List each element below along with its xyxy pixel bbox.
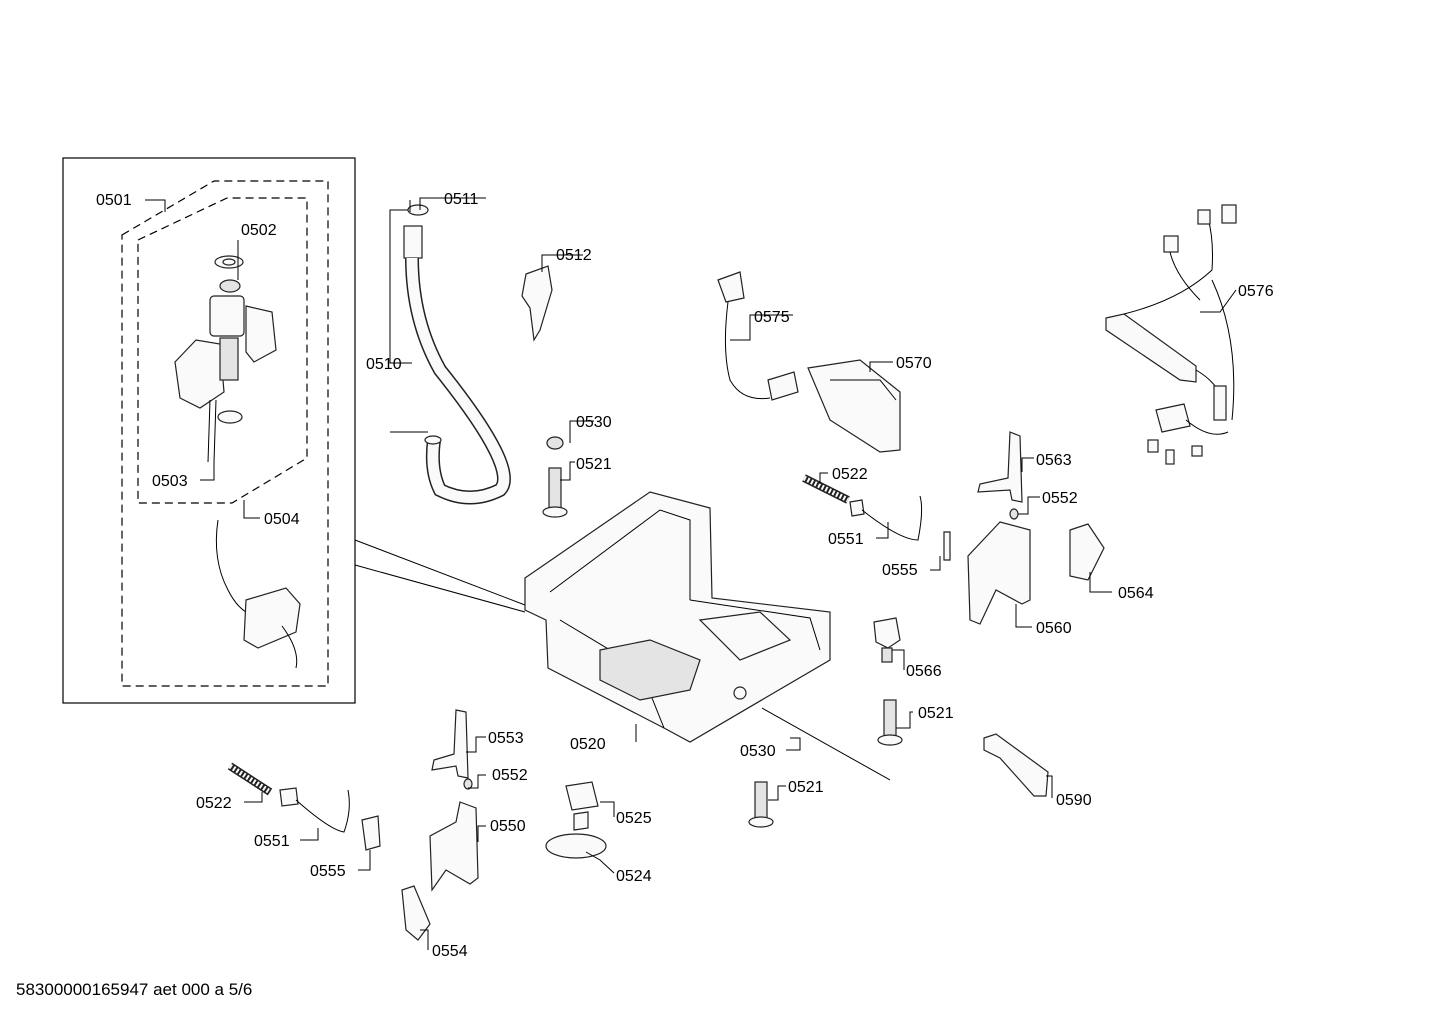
wiring-harness — [1105, 204, 1237, 465]
callout-0570: 0570 — [896, 355, 932, 372]
callout-0530-upper: 0530 — [576, 414, 612, 431]
callout-0521-right: 0521 — [918, 705, 954, 722]
callout-0525: 0525 — [616, 810, 652, 827]
callout-0504: 0504 — [264, 511, 300, 528]
callout-0522-right: 0522 — [832, 466, 868, 483]
inlet-valve-group — [174, 255, 301, 669]
callout-0551-left: 0551 — [254, 833, 290, 850]
callout-0590: 0590 — [1056, 792, 1092, 809]
power-cable-and-module — [717, 271, 901, 453]
callout-0560: 0560 — [1036, 620, 1072, 637]
callout-0521-upper: 0521 — [576, 456, 612, 473]
drain-hose-group — [403, 204, 511, 505]
spring-and-sensor-right — [802, 474, 923, 541]
callout-0554: 0554 — [432, 943, 468, 960]
rail-0590 — [983, 733, 1049, 797]
bottom-left-parts — [227, 762, 381, 851]
callout-0512: 0512 — [556, 247, 592, 264]
callout-0564: 0564 — [1118, 585, 1154, 602]
callout-0576: 0576 — [1238, 283, 1274, 300]
callout-0511: 0511 — [444, 191, 479, 208]
foot-right — [748, 617, 903, 828]
part-0512-clip — [521, 265, 553, 342]
callout-0521-lower: 0521 — [788, 779, 824, 796]
callout-0551-right: 0551 — [828, 531, 864, 548]
callout-0522-left: 0522 — [196, 795, 232, 812]
callout-0502: 0502 — [241, 222, 277, 239]
rod-0530 — [761, 707, 891, 781]
callout-0555-right: 0555 — [882, 562, 918, 579]
sensor-and-float — [545, 781, 607, 859]
callout-0566: 0566 — [906, 663, 942, 680]
callout-0575: 0575 — [754, 309, 790, 326]
base-tub — [524, 491, 831, 743]
callout-0552-lower: 0552 — [492, 767, 528, 784]
right-brackets — [943, 431, 1105, 625]
center-bottom-brackets — [401, 709, 479, 941]
callout-0524: 0524 — [616, 868, 652, 885]
callout-labels: 0501 0502 0503 0504 0510 0511 0512 0530 … — [96, 191, 1274, 960]
callout-0520: 0520 — [570, 736, 606, 753]
foot-screws-left — [542, 436, 568, 518]
callout-0550: 0550 — [490, 818, 526, 835]
callout-0552-right: 0552 — [1042, 490, 1078, 507]
callout-0555-left: 0555 — [310, 863, 346, 880]
callout-0503: 0503 — [152, 473, 188, 490]
callout-0501: 0501 — [96, 192, 132, 209]
callout-0510: 0510 — [366, 356, 402, 373]
callout-0563: 0563 — [1036, 452, 1072, 469]
callout-0553: 0553 — [488, 730, 524, 747]
callout-0530-lower: 0530 — [740, 743, 776, 760]
document-code: 58300000165947 aet 000 a 5/6 — [16, 980, 253, 999]
leader-lines — [145, 197, 1237, 950]
detail-inset — [62, 157, 526, 704]
